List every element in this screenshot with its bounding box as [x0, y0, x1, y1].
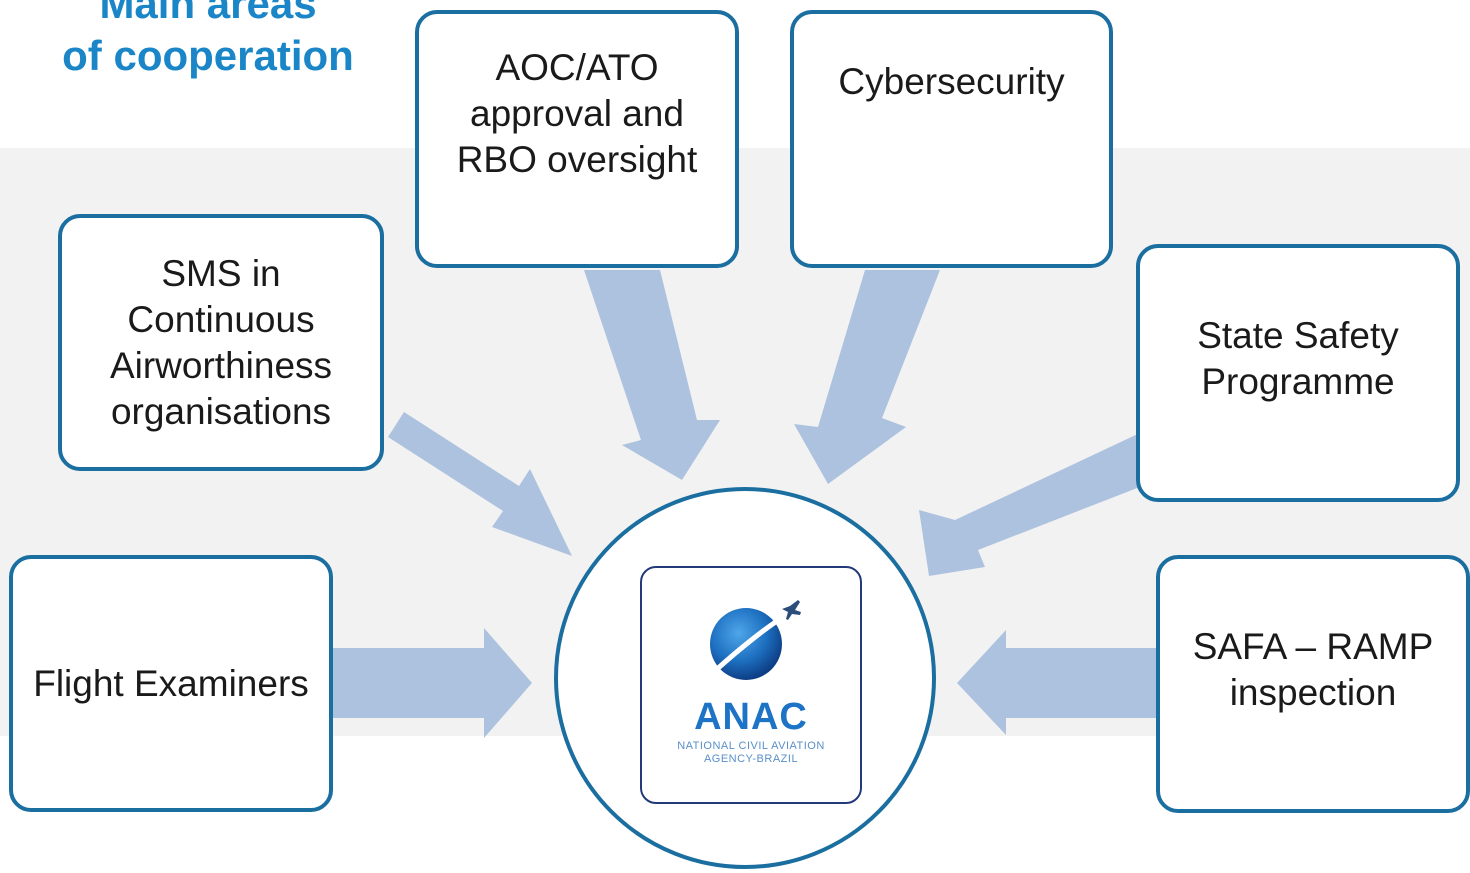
logo-wordmark: ANAC	[694, 696, 808, 738]
area-label: Flight Examiners	[33, 662, 309, 704]
area-label: State Safety Programme	[1197, 315, 1399, 402]
arrow-state-safety	[919, 432, 1168, 576]
arrow-aoc-ato	[584, 270, 720, 480]
area-box-safa-ramp-inspection: SAFA – RAMP inspection	[1156, 555, 1470, 813]
area-label: SMS in Continuous Airworthiness organisa…	[109, 252, 333, 432]
area-box-state-safety-programme: State Safety Programme	[1136, 244, 1460, 502]
arrow-sms	[388, 412, 572, 556]
title-line-2: of cooperation	[62, 32, 354, 79]
arrow-safa	[957, 630, 1160, 735]
title-line-1: Main areas	[99, 0, 317, 27]
area-label: AOC/ATO approval and RBO oversight	[456, 47, 698, 180]
area-box-sms-continuous-airworthiness: SMS in Continuous Airworthiness organisa…	[58, 214, 384, 471]
area-label: SAFA – RAMP inspection	[1192, 626, 1434, 713]
area-label: Cybersecurity	[838, 61, 1065, 102]
arrow-cybersecurity	[794, 270, 940, 484]
anac-logo: ANAC NATIONAL CIVIL AVIATION AGENCY-BRAZ…	[640, 566, 862, 804]
globe-airplane-icon	[710, 600, 801, 680]
arrow-flight-examiners	[332, 628, 532, 738]
area-box-flight-examiners: Flight Examiners	[9, 555, 333, 812]
area-box-cybersecurity: Cybersecurity	[790, 10, 1113, 268]
area-box-aoc-ato-approval: AOC/ATO approval and RBO oversight	[415, 10, 739, 268]
page-title: Main areas of cooperation	[38, 0, 378, 82]
logo-subtitle: NATIONAL CIVIL AVIATION AGENCY-BRAZIL	[677, 740, 825, 765]
